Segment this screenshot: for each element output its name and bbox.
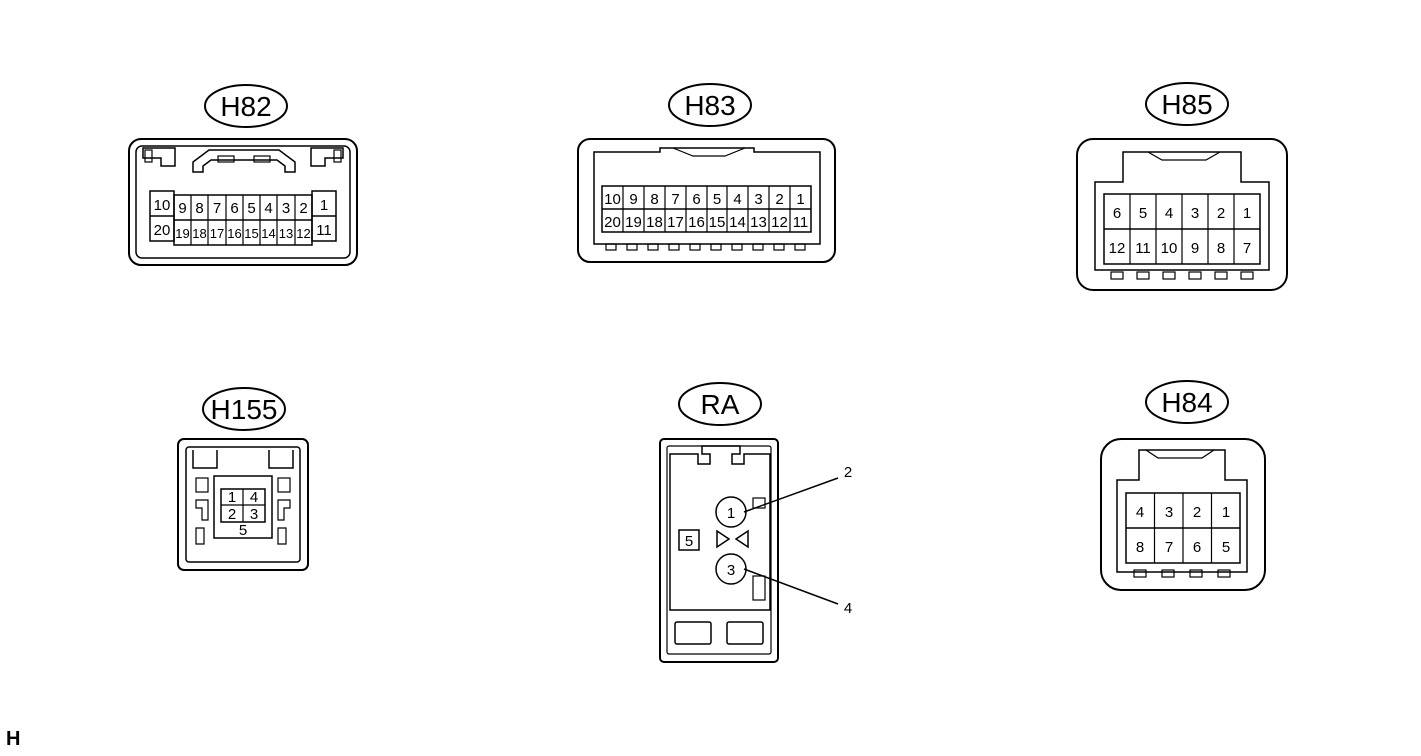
h83-pin: 3 xyxy=(754,191,762,208)
h82-pin: 13 xyxy=(279,226,293,241)
h85-pin: 8 xyxy=(1217,240,1225,257)
h84-pin: 8 xyxy=(1136,539,1144,556)
connector-h82-label: H82 xyxy=(220,91,271,122)
h83-pin: 2 xyxy=(775,191,783,208)
h85-pin: 5 xyxy=(1139,205,1147,222)
ra-callout-lower: 4 xyxy=(844,600,852,617)
h84-pin: 3 xyxy=(1165,504,1173,521)
ra-pin: 3 xyxy=(727,562,735,579)
ra-callout-upper: 2 xyxy=(844,464,852,481)
h85-pin: 6 xyxy=(1113,205,1121,222)
h82-pin: 9 xyxy=(178,200,186,217)
h84-pin: 2 xyxy=(1193,504,1201,521)
h84-pin: 5 xyxy=(1222,539,1230,556)
h85-pin: 3 xyxy=(1191,205,1199,222)
connector-h84-text: H84 4 3 2 1 8 7 6 5 xyxy=(1136,387,1230,556)
connector-ra xyxy=(659,382,839,663)
h85-pin: 1 xyxy=(1243,205,1251,222)
h83-pin: 20 xyxy=(604,214,621,231)
connector-h82 xyxy=(128,84,358,266)
h82-pin: 4 xyxy=(264,200,272,217)
h85-pin: 10 xyxy=(1161,240,1178,257)
connector-ra-text: RA 1 3 5 2 4 xyxy=(685,389,852,617)
h155-pin: 4 xyxy=(250,489,258,506)
connector-h85 xyxy=(1076,82,1288,291)
h82-pin: 14 xyxy=(261,226,275,241)
h82-pin: 3 xyxy=(282,200,290,217)
ra-pin: 5 xyxy=(685,533,693,550)
h85-pin: 7 xyxy=(1243,240,1251,257)
h155-pin: 1 xyxy=(228,489,236,506)
h83-pin: 5 xyxy=(713,191,721,208)
connector-h83 xyxy=(577,83,836,263)
h82-pin: 16 xyxy=(227,226,241,241)
h82-pin: 8 xyxy=(195,200,203,217)
ra-pin: 1 xyxy=(727,505,735,522)
connector-h85-text: H85 6 5 4 3 2 1 12 11 10 9 8 7 xyxy=(1109,89,1252,257)
page-code: H xyxy=(6,728,21,750)
connector-h83-label: H83 xyxy=(684,90,735,121)
h82-pin-right-top: 1 xyxy=(320,197,328,214)
connector-h82-text: H82 10 20 1 11 9 8 7 6 5 4 3 2 19 18 17 … xyxy=(154,91,332,241)
h84-pin: 4 xyxy=(1136,504,1144,521)
h83-pin: 6 xyxy=(692,191,700,208)
h83-pin: 7 xyxy=(671,191,679,208)
h83-pin: 14 xyxy=(729,214,746,231)
connector-h155-label: H155 xyxy=(211,394,278,425)
connector-h83-text: H83 10 9 8 7 6 5 4 3 2 1 20 19 18 17 16 … xyxy=(604,90,808,231)
h83-pin: 8 xyxy=(650,191,658,208)
h83-pin: 15 xyxy=(709,214,726,231)
h85-pin: 9 xyxy=(1191,240,1199,257)
h83-pin: 16 xyxy=(688,214,705,231)
h82-pin: 7 xyxy=(213,200,221,217)
h155-pin: 3 xyxy=(250,506,258,523)
h82-pin: 18 xyxy=(192,226,206,241)
h82-pin-left-bottom: 20 xyxy=(154,222,171,239)
h82-pin-left-top: 10 xyxy=(154,197,171,214)
h83-pin: 10 xyxy=(604,191,621,208)
connector-h155 xyxy=(177,387,309,571)
h83-pin: 18 xyxy=(646,214,663,231)
h85-pin: 2 xyxy=(1217,205,1225,222)
h83-pin: 12 xyxy=(771,214,788,231)
h82-pin: 12 xyxy=(296,226,310,241)
h82-pin: 5 xyxy=(247,200,255,217)
h85-pin: 12 xyxy=(1109,240,1126,257)
h83-pin: 9 xyxy=(629,191,637,208)
h82-pin-right-bottom: 11 xyxy=(316,222,332,239)
h83-pin: 11 xyxy=(793,214,809,231)
h155-pin: 2 xyxy=(228,506,236,523)
h85-pin: 4 xyxy=(1165,205,1173,222)
h82-pin: 19 xyxy=(175,226,189,241)
h83-pin: 4 xyxy=(733,191,741,208)
connector-h84 xyxy=(1100,380,1266,591)
h82-pin: 6 xyxy=(230,200,238,217)
h83-pin: 17 xyxy=(667,214,684,231)
h155-pin: 5 xyxy=(239,522,247,539)
h83-pin: 13 xyxy=(750,214,767,231)
h83-pin: 1 xyxy=(796,191,804,208)
h84-pin: 6 xyxy=(1193,539,1201,556)
connector-ra-label: RA xyxy=(701,389,740,420)
h82-pin: 2 xyxy=(299,200,307,217)
h83-pin: 19 xyxy=(625,214,642,231)
h84-pin: 1 xyxy=(1222,504,1230,521)
connector-h85-label: H85 xyxy=(1161,89,1212,120)
h82-pin: 15 xyxy=(244,226,258,241)
h82-pin: 17 xyxy=(210,226,224,241)
h85-pin: 11 xyxy=(1135,240,1151,257)
connector-h155-text: H155 1 4 2 3 5 xyxy=(211,394,278,539)
h84-pin: 7 xyxy=(1165,539,1173,556)
connector-h84-label: H84 xyxy=(1161,387,1212,418)
